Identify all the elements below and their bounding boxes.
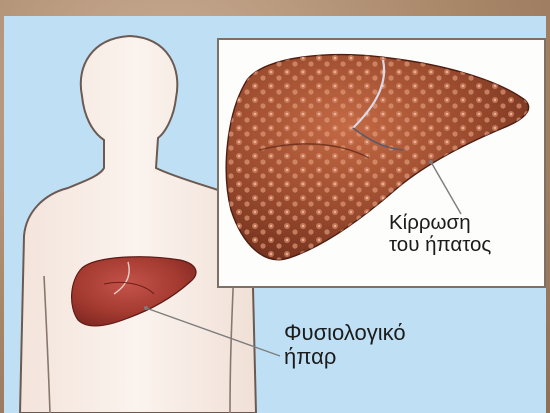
illustration-panel: Κίρρωση του ήπατος Φυσιολογικό ήπαρ xyxy=(4,16,546,413)
cirrhosis-inset: Κίρρωση του ήπατος xyxy=(217,38,546,288)
cirrhosis-caption-line-2: του ήπατος xyxy=(389,234,491,256)
normal-liver-caption: Φυσιολογικό ήπαρ xyxy=(284,321,406,369)
normal-liver-caption-line-1: Φυσιολογικό xyxy=(284,321,406,345)
cirrhosis-caption: Κίρρωση του ήπατος xyxy=(389,212,491,256)
cirrhosis-leader xyxy=(431,162,461,214)
normal-liver-caption-line-2: ήπαρ xyxy=(284,345,406,369)
cirrhosis-caption-line-1: Κίρρωση xyxy=(389,212,491,234)
cirrhotic-liver-illustration xyxy=(219,40,544,286)
